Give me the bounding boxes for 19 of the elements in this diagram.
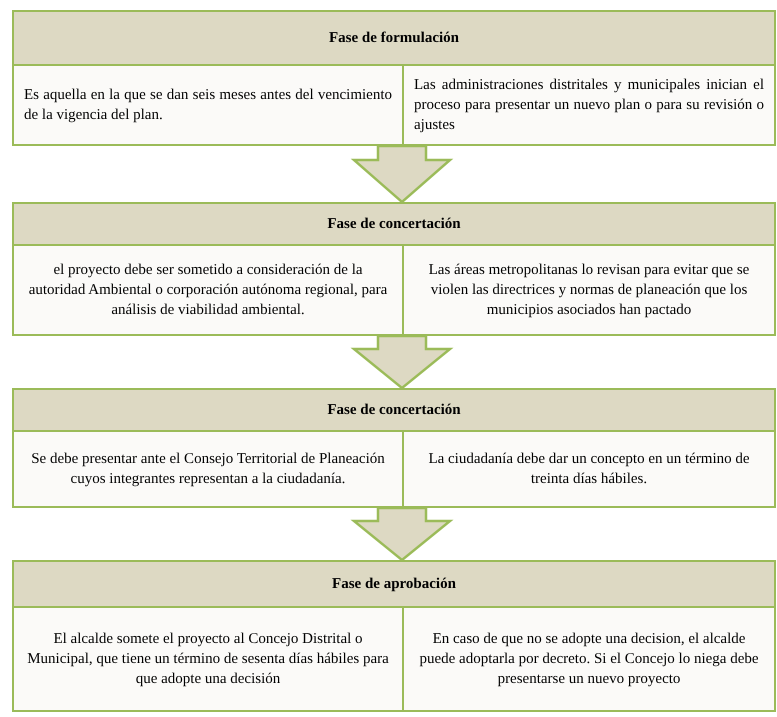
block-arrow xyxy=(350,506,454,562)
text-cell: En caso de que no se adopte una decision, el alcalde puede adoptarla por decreto. Si el Concejo lo niega debe presentarse un nuevo proyecto xyxy=(402,608,774,710)
text-cell: Las áreas metropolitanas lo revisan para evitar que se violen las directrices y normas de planeación que los municipios asociados han pactado xyxy=(402,246,774,334)
block-arrow xyxy=(350,144,454,204)
block-arrow xyxy=(350,334,454,390)
phase-heading: Fase de formulación xyxy=(14,12,774,66)
text-cell: Se debe presentar ante el Consejo Territorial de Planeación cuyos integrantes representan a la ciudadanía. xyxy=(14,432,402,506)
text-cell: Es aquella en la que se dan seis meses antes del vencimiento de la vigencia del plan. xyxy=(14,66,402,144)
phase-table xyxy=(12,560,776,712)
phase-heading: Fase de concertación xyxy=(14,204,774,246)
phase-heading: Fase de concertación xyxy=(14,390,774,432)
text-cell: el proyecto debe ser sometido a consideración de la autoridad Ambiental o corporación autónoma regional, para análisis de viabilidad ambiental. xyxy=(14,246,402,334)
text-cell: La ciudadanía debe dar un concepto en un término de treinta días hábiles. xyxy=(402,432,774,506)
text-cell: Las administraciones distritales y municipales inician el proceso para presentar un nuevo plan o para su revisión o ajustes xyxy=(402,66,774,144)
phase-table xyxy=(12,202,776,336)
text-cell: El alcalde somete el proyecto al Concejo Distrital o Municipal, que tiene un término de sesenta días hábiles para que adopte una decisión xyxy=(14,608,402,710)
phase-table xyxy=(12,388,776,508)
phase-table xyxy=(12,10,776,146)
phase-heading: Fase de aprobación xyxy=(14,562,774,608)
